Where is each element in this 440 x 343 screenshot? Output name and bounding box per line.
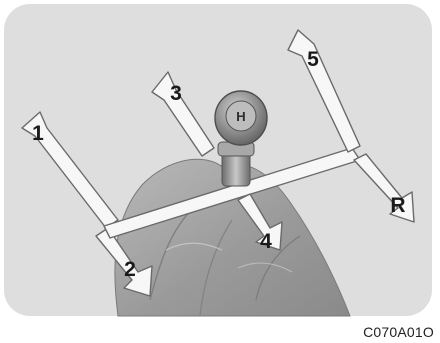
gear-label-1: 1 xyxy=(32,122,44,145)
gear-label-4: 4 xyxy=(260,230,272,253)
figure-code: C070A01O xyxy=(363,324,434,340)
gear-label-5: 5 xyxy=(307,48,319,71)
gear-label-r: R xyxy=(390,194,405,217)
knob-pattern-letter: H xyxy=(236,109,245,124)
gear-label-2: 2 xyxy=(124,258,136,281)
gear-label-3: 3 xyxy=(170,82,182,105)
